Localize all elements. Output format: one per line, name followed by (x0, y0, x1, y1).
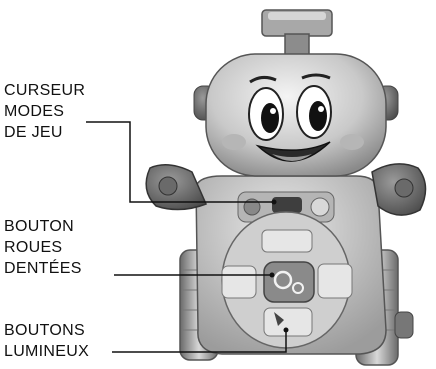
right-arm (371, 163, 427, 216)
callout-lines (86, 121, 287, 353)
light-buttons-pointer (283, 327, 289, 333)
light-buttons-leader (112, 330, 287, 353)
label-mode-slider: CURSEUR MODES DE JEU (4, 82, 86, 141)
mode-slider-pointer (271, 199, 277, 205)
label-gear-button: BOUTON ROUES DENTÉES (4, 218, 82, 277)
label-light-buttons: BOUTONS LUMINEUX (4, 322, 90, 360)
gear-button-pointer (269, 272, 275, 278)
mode-slider-leader (86, 121, 274, 203)
robot-head (205, 53, 387, 177)
left-arm (145, 164, 208, 211)
antenna (261, 9, 333, 61)
gear-button[interactable] (263, 261, 315, 303)
